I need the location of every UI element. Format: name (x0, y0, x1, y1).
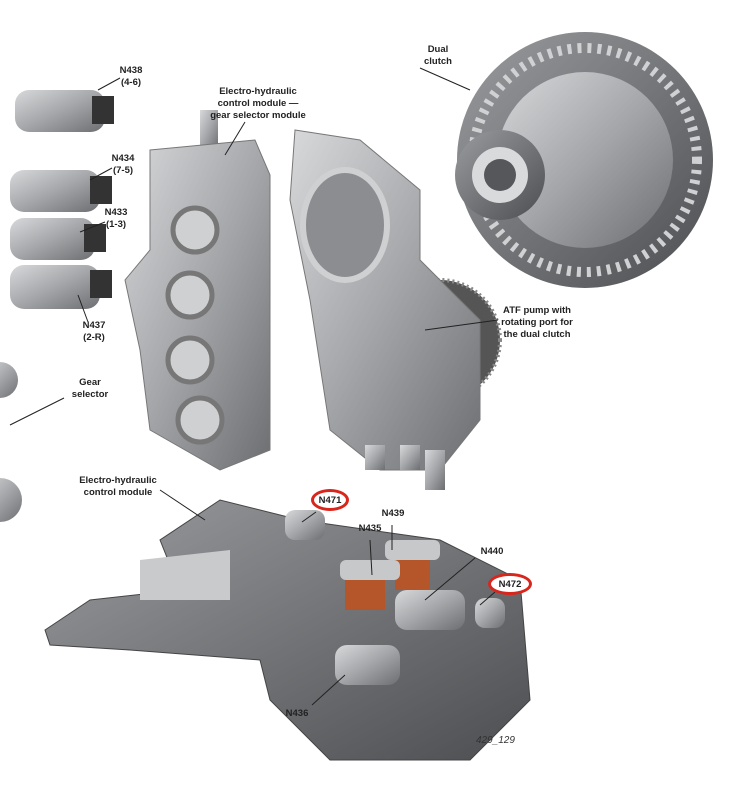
label-n433: N433(1-3) (104, 207, 128, 230)
solenoids-group (10, 90, 114, 309)
figure-number: 429_129 (476, 735, 515, 746)
control-module-part (44, 499, 531, 761)
label-n434: N434(7-5) (111, 153, 135, 176)
label-n472-highlighted: N472 (488, 573, 532, 595)
label-n436: N436 (285, 708, 309, 719)
leader-lines (77, 67, 499, 706)
label-n437: N437(2-R) (82, 320, 106, 343)
label-n438: N438(4-6) (119, 65, 143, 88)
label-n440: N440 (480, 546, 504, 557)
label-n439: N439 (381, 508, 405, 519)
dual-clutch-part (455, 32, 713, 288)
gear-selector-module-part (124, 110, 271, 471)
label-n471-highlighted: N471 (311, 489, 349, 511)
atf-pump-part (289, 129, 502, 490)
label-n435: N435 (358, 523, 382, 534)
gear-selector-part (0, 362, 22, 522)
